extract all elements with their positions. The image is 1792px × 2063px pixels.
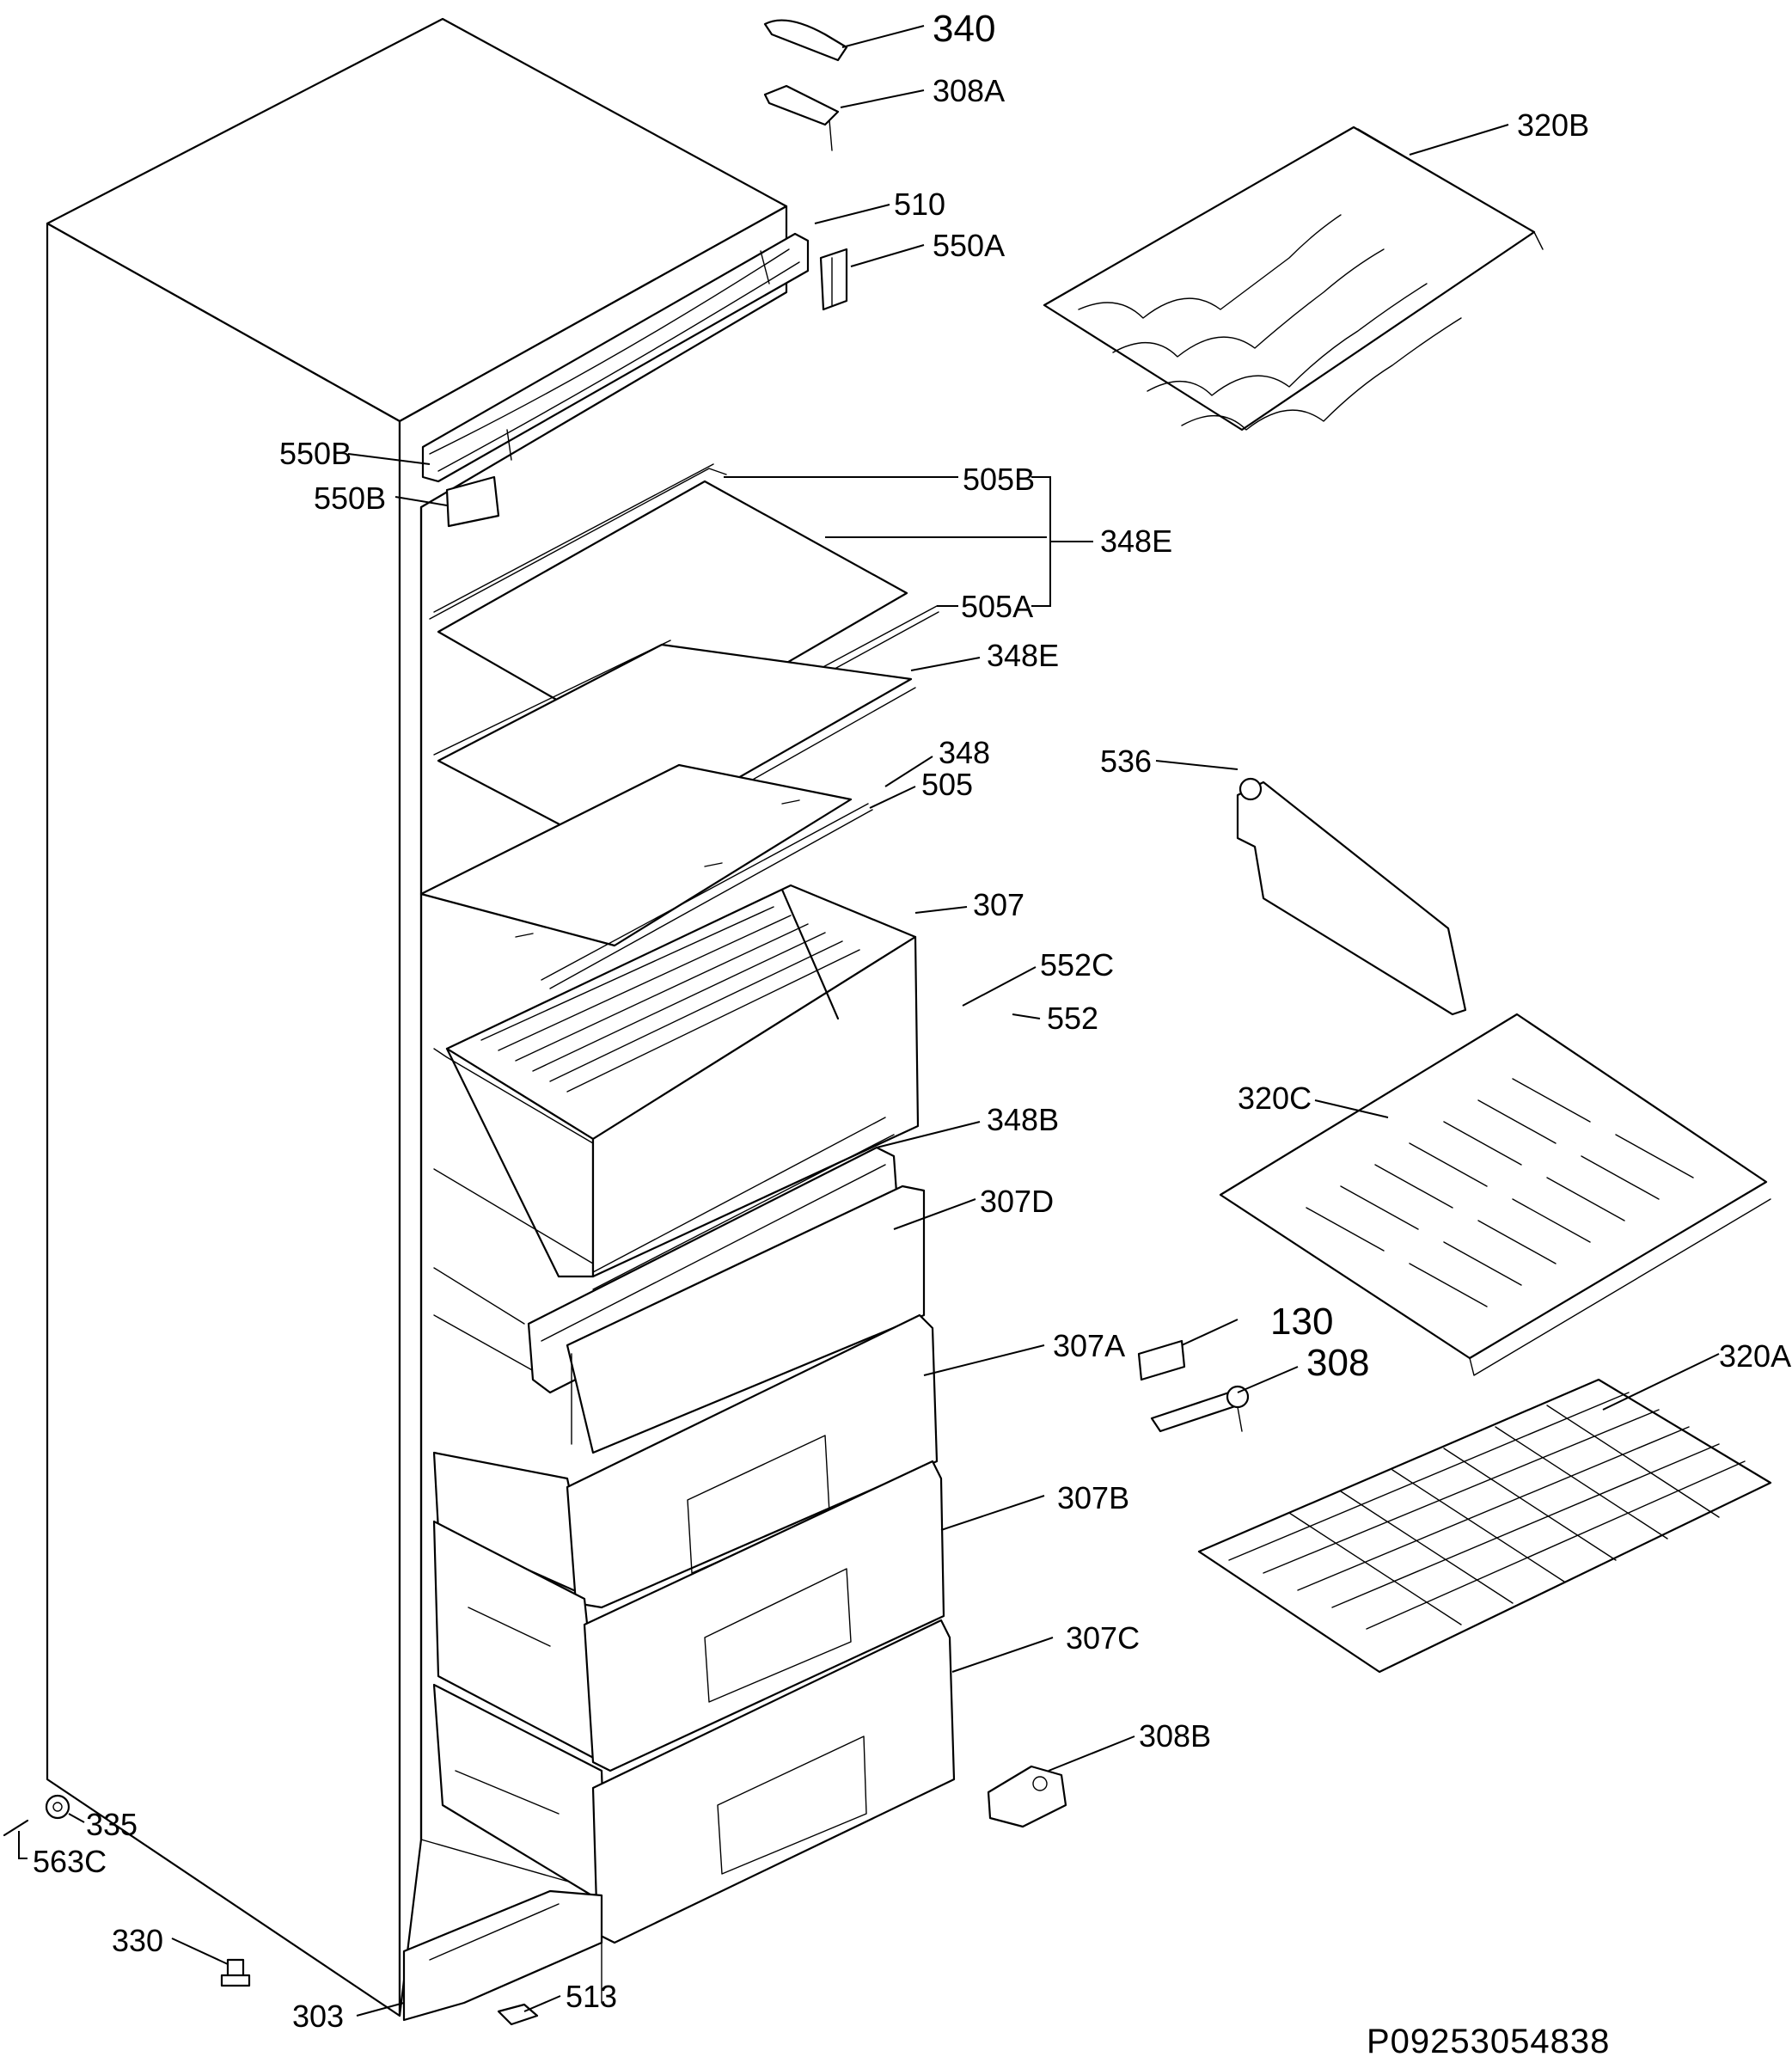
leader-lines <box>18 25 1720 2017</box>
label-550A: 550A <box>933 228 1005 263</box>
callout-labels: 340 308A 320B 510 550A 550B 550B 505B 34… <box>33 8 1791 2060</box>
label-307B: 307B <box>1057 1480 1129 1515</box>
label-552C: 552C <box>1040 947 1114 983</box>
label-348E: 348E <box>987 638 1059 673</box>
glass-shelf-348 <box>419 763 873 989</box>
label-510: 510 <box>894 187 945 222</box>
label-550B-1: 550B <box>279 436 352 471</box>
adjustable-foot-330 <box>220 1958 251 1987</box>
label-563C: 563C <box>33 1844 107 1879</box>
label-513: 513 <box>566 1979 617 2014</box>
label-303: 303 <box>292 1999 344 2034</box>
label-552: 552 <box>1047 1001 1098 1036</box>
hinge-308 <box>1150 1385 1250 1433</box>
label-307: 307 <box>973 887 1024 922</box>
label-505A: 505A <box>961 589 1033 624</box>
wire-shelf-320A <box>1197 1378 1772 1674</box>
cabinet-body <box>46 17 788 2017</box>
kickplate-303 <box>402 1889 603 2022</box>
hinge-308B <box>987 1765 1067 1828</box>
diagram-reference-code: P09253054838 <box>1367 2023 1610 2060</box>
label-348: 348 <box>939 735 990 770</box>
label-505B: 505B <box>963 462 1035 497</box>
label-307A: 307A <box>1053 1328 1125 1363</box>
label-320A: 320A <box>1719 1338 1791 1374</box>
label-330: 330 <box>112 1923 163 1958</box>
label-308: 308 <box>1306 1342 1369 1384</box>
label-307C: 307C <box>1066 1620 1140 1656</box>
spacer-335 <box>45 1794 70 1820</box>
cover-550B <box>445 475 500 528</box>
shelf-348B <box>592 1117 895 1290</box>
label-130: 130 <box>1270 1301 1333 1343</box>
bracket-130 <box>1137 1339 1186 1381</box>
label-340: 340 <box>933 8 995 50</box>
drawer-307A <box>432 1185 939 1609</box>
label-308A: 308A <box>933 73 1005 108</box>
side-rails <box>433 1048 594 1376</box>
wine-rack-320B <box>1043 125 1544 432</box>
label-550B-2: 550B <box>314 481 386 516</box>
label-320B: 320B <box>1517 107 1589 143</box>
label-505: 505 <box>921 767 973 802</box>
label-320C: 320C <box>1238 1080 1312 1116</box>
pin-563C <box>3 1819 29 1837</box>
label-348E-group: 348E <box>1100 523 1172 559</box>
drawer-307 <box>445 884 920 1278</box>
vented-shelf-320C <box>1219 1013 1771 1376</box>
label-536: 536 <box>1100 744 1152 779</box>
hinge-cap-340 <box>763 19 848 62</box>
label-308B: 308B <box>1139 1718 1211 1754</box>
cover-550A <box>819 248 848 311</box>
divider-536 <box>1236 777 1467 1016</box>
label-335: 335 <box>86 1807 138 1842</box>
hinge-308A <box>763 84 840 151</box>
drawer-307B <box>432 1460 945 1772</box>
label-307D: 307D <box>980 1184 1054 1219</box>
handle-510 <box>421 232 810 483</box>
label-348B: 348B <box>987 1102 1059 1137</box>
